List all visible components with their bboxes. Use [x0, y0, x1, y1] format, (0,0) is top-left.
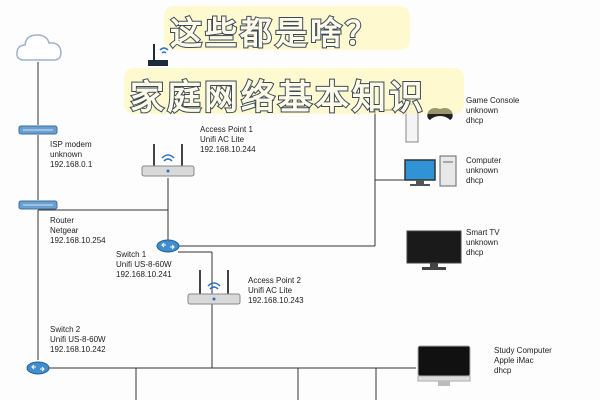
study-computer-label: Study Computer Apple iMac dhcp [494, 346, 552, 376]
computer-ip: dhcp [466, 176, 484, 185]
study-computer-model: Apple iMac [494, 356, 534, 365]
ap1-ip: 192.168.10.244 [200, 145, 256, 154]
smart-tv-icon [406, 230, 462, 270]
game-console-model: unknown [466, 106, 499, 115]
switch1-name: Switch 1 [116, 250, 147, 259]
computer-icon [404, 155, 457, 187]
computer-model: unknown [466, 166, 499, 175]
isp-modem-name: ISP modem [50, 140, 92, 149]
game-console-label: Game Console unknown dhcp [466, 96, 519, 126]
router-model: Netgear [50, 226, 79, 235]
isp-modem-model: unknown [50, 150, 83, 159]
switch1-icon [156, 239, 180, 253]
game-console-name: Game Console [466, 96, 520, 105]
study-computer-name: Study Computer [494, 346, 552, 355]
wifi-antenna-icon [148, 44, 169, 66]
smart-tv-name: Smart TV [466, 228, 500, 237]
game-console-ip: dhcp [466, 116, 484, 125]
ap1-model: Unifi AC Lite [200, 135, 245, 144]
ap2-name: Access Point 2 [248, 276, 301, 285]
switch2-name: Switch 2 [50, 325, 81, 334]
ap2-label: Access Point 2 Unifi AC Lite 192.168.10.… [248, 276, 304, 306]
smart-tv-label: Smart TV unknown dhcp [466, 228, 500, 258]
switch2-label: Switch 2 Unifi US-8-60W 192.168.10.242 [50, 325, 106, 355]
computer-name: Computer [466, 156, 502, 165]
computer-label: Computer unknown dhcp [466, 156, 501, 186]
switch1-label: Switch 1 Unifi US-8-60W 192.168.10.241 [116, 250, 172, 280]
internet-cloud-icon [16, 34, 62, 61]
title-highlight-2 [124, 68, 464, 114]
switch1-model: Unifi US-8-60W [116, 260, 172, 269]
isp-modem-ip: 192.168.0.1 [50, 160, 93, 169]
switch2-ip: 192.168.10.242 [50, 345, 106, 354]
title-highlight-1 [164, 6, 410, 50]
ap1-label: Access Point 1 Unifi AC Lite 192.168.10.… [200, 125, 256, 155]
router-icon [18, 200, 58, 210]
switch2-model: Unifi US-8-60W [50, 335, 106, 344]
title-line-1: 这些都是啥？ [169, 13, 381, 53]
title-line-2: 家庭网络基本知识 [129, 77, 426, 119]
smart-tv-model: unknown [466, 238, 499, 247]
isp-modem-label: ISP modem unknown 192.168.0.1 [50, 140, 92, 170]
router-name: Router [50, 216, 75, 225]
ap2-model: Unifi AC Lite [248, 286, 293, 295]
router-ip: 192.168.10.254 [50, 236, 106, 245]
router-label: Router Netgear 192.168.10.254 [50, 216, 106, 246]
study-computer-ip: dhcp [494, 366, 512, 375]
isp-modem-icon [18, 125, 58, 135]
access-point-1-icon [141, 144, 195, 177]
access-point-2-icon [187, 270, 241, 305]
ap1-name: Access Point 1 [200, 125, 253, 134]
ap2-ip: 192.168.10.243 [248, 296, 304, 305]
switch1-ip: 192.168.10.241 [116, 270, 172, 279]
switch2-icon [26, 361, 50, 375]
smart-tv-ip: dhcp [466, 248, 484, 257]
study-computer-icon [417, 345, 471, 386]
